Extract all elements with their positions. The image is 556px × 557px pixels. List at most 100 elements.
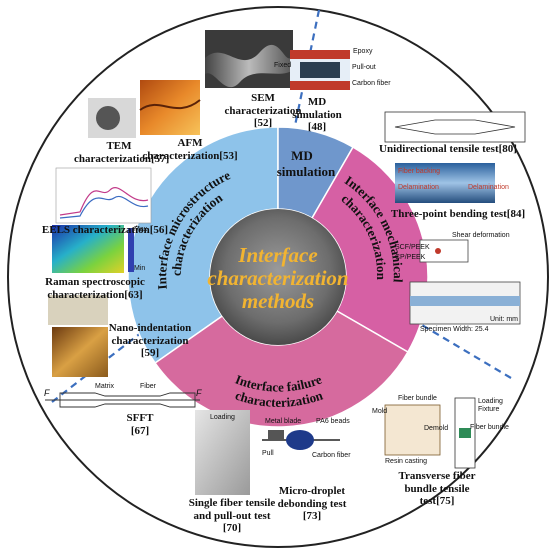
bending-label-1: Three-point bending test[84]: [390, 208, 526, 220]
fiber-bundle-label-1: Fiber bundle: [398, 395, 437, 402]
sfft-label: SFFT [67]: [110, 412, 170, 437]
droplet-bead: [286, 430, 314, 450]
fiber-bundle-label-2: Fiber bundle: [470, 424, 509, 431]
bend-backing-label: Fiber backing: [398, 168, 441, 175]
tensile-specimen: [394, 119, 516, 135]
transverse-label-3: test[75]: [419, 495, 455, 508]
sector-fail-label-2: characterization: [233, 387, 325, 410]
md-carbon-label: Carbon fiber: [352, 80, 391, 87]
pullout-label: Single fiber tensile and pull-out test […: [172, 497, 292, 535]
carbon-fiber-label: Carbon fiber: [312, 452, 351, 459]
bend-delam-label-1: Delamination: [398, 184, 439, 191]
sfft-matrix-label: Matrix: [95, 383, 115, 390]
loading-fixture-label-1: Loading: [478, 398, 503, 405]
demold-label: Demold: [424, 425, 449, 432]
transverse-grip: [459, 428, 471, 438]
loading-label: Loading: [210, 414, 235, 421]
nano-label-2: characterization: [111, 334, 189, 347]
tensile-label-1: Unidirectional tensile test[80]: [379, 143, 517, 155]
specimen-layer: [410, 296, 520, 306]
microdroplet-label-3: [73]: [302, 510, 322, 523]
sem-label-3: [52]: [253, 117, 273, 130]
sem-label-1: SEM: [251, 92, 275, 104]
transverse-label-2: bundle tensile: [404, 482, 470, 495]
nano-schematic: [48, 295, 108, 325]
md-fixed-label: Fixed: [274, 62, 292, 69]
eels-label-1: EELS characterization[56]: [41, 224, 169, 236]
center-title-3: methods: [242, 289, 314, 313]
center-hub: [210, 209, 346, 345]
sector-md-label-2: simulation: [277, 164, 336, 179]
shear-point: [435, 248, 441, 254]
md-epoxy-band: [290, 50, 350, 59]
sector-fail-label-1: Interface failure: [233, 371, 324, 394]
sfft-specimen: [59, 392, 196, 408]
microdroplet-label-1: Micro-droplet: [278, 485, 346, 497]
bending-label: Three-point bending test[84]: [388, 208, 528, 221]
unit-label: Unit: mm: [490, 316, 518, 323]
nano-label: Nano-indentation characterization [59]: [100, 322, 200, 360]
microdroplet-label: Micro-droplet debonding test [73]: [262, 485, 362, 523]
divider-right: [399, 311, 512, 379]
center-title-2: characterization: [207, 266, 348, 290]
sfft-label-1: SFFT: [126, 412, 154, 424]
eels-plot: [55, 167, 152, 224]
transverse-label: Transverse fiber bundle tensile test[75]: [372, 470, 502, 508]
cp-peek-label: CP/PEEK: [395, 254, 426, 261]
shear-drawing: [419, 239, 469, 263]
eels-label: EELS characterization[56]: [40, 224, 170, 237]
nano-label-3: [59]: [140, 347, 160, 360]
sfft-force-right: F: [196, 388, 202, 398]
raman-label: Raman spectroscopic characterization[63]: [40, 276, 150, 301]
tem-label-2: characterization[57]: [74, 152, 170, 165]
afm-label-2: characterization[53]: [142, 149, 238, 162]
afm-label-1: AFM: [177, 137, 203, 149]
sem-label: SEM characterization [52]: [218, 92, 308, 130]
md-epoxy-label: Epoxy: [353, 48, 373, 55]
tensile-label: Unidirectional tensile test[80]: [368, 143, 528, 156]
sem-texture: [205, 44, 293, 88]
md-pullout-label: Pull-out: [352, 64, 376, 71]
pa6-label: PA6 beads: [316, 418, 350, 425]
eels-curve-1: [59, 187, 149, 216]
pullout-label-2: and pull-out test: [193, 509, 271, 522]
loading-fixture-label-2: Fixture: [478, 406, 500, 413]
tensile-drawing: [384, 111, 526, 143]
sfft-label-2: [67]: [130, 424, 150, 437]
eels-curve-2: [59, 195, 149, 219]
pullout-label-1: Single fiber tensile: [188, 497, 276, 509]
tem-particle: [96, 106, 120, 130]
microdroplet-label-2: debonding test: [277, 497, 347, 510]
afm-ridge: [139, 99, 201, 111]
sfft-fiber-label: Fiber: [140, 383, 156, 390]
transverse-label-1: Transverse fiber: [398, 470, 476, 482]
resin-casting-label: Resin casting: [385, 458, 428, 465]
metal-blade-label: Metal blade: [265, 418, 302, 425]
raman-min-label: Min: [134, 265, 146, 272]
raman-label-1: Raman spectroscopic: [45, 276, 145, 288]
center-title-1: Interface: [237, 243, 317, 267]
mold-label: Mold: [372, 408, 388, 415]
raman-max-label: Max: [134, 226, 148, 233]
sem-label-2: characterization: [224, 104, 302, 117]
afm-label: AFM characterization[53]: [140, 137, 240, 162]
spec-width-label: Specimen Width: 25.4: [420, 326, 489, 333]
md-method-label: MD simulation [48]: [282, 96, 352, 134]
bend-delam-label-2: Delamination: [468, 184, 509, 191]
tem-label: TEM characterization[57]: [74, 140, 170, 165]
scf-peek-label: SCF/PEEK: [395, 244, 430, 251]
md-method-label-2: simulation: [292, 108, 342, 121]
md-method-label-3: [48]: [307, 121, 327, 134]
tem-label-1: TEM: [106, 140, 132, 152]
bending-image: [395, 163, 495, 203]
md-method-label-1: MD: [307, 96, 327, 108]
shear-label: Shear deformation: [452, 232, 510, 239]
transverse-mold: [384, 404, 441, 456]
md-epoxy-band-2: [290, 81, 350, 90]
nano-label-1: Nano-indentation: [108, 322, 192, 334]
nano-image: [52, 327, 108, 377]
sector-md-label-1: MD: [291, 148, 313, 163]
raman-label-2: characterization[63]: [47, 288, 143, 301]
